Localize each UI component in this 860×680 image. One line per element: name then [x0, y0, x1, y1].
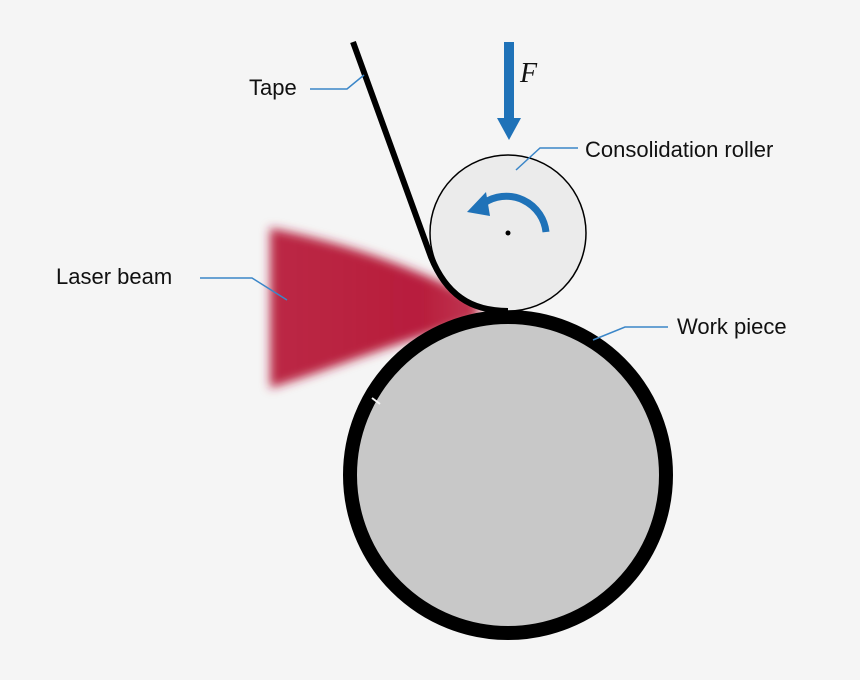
roller-label: Consolidation roller [585, 137, 773, 162]
laser-beam [270, 228, 478, 388]
laser-label: Laser beam [56, 264, 172, 289]
roller-leader [515, 147, 578, 171]
workpiece-label: Work piece [677, 314, 787, 339]
counterclockwise-arrow-icon [467, 192, 550, 233]
down-arrow-icon [497, 42, 521, 140]
tape-leader [310, 74, 365, 90]
tape-label: Tape [249, 75, 297, 100]
roller-axis [505, 230, 511, 236]
work-piece [343, 310, 673, 640]
work-piece-tape-end [371, 397, 381, 405]
tape [350, 40, 509, 314]
laser-leader [200, 277, 288, 301]
workpiece-leader [592, 326, 668, 341]
force-label: F [519, 58, 538, 89]
